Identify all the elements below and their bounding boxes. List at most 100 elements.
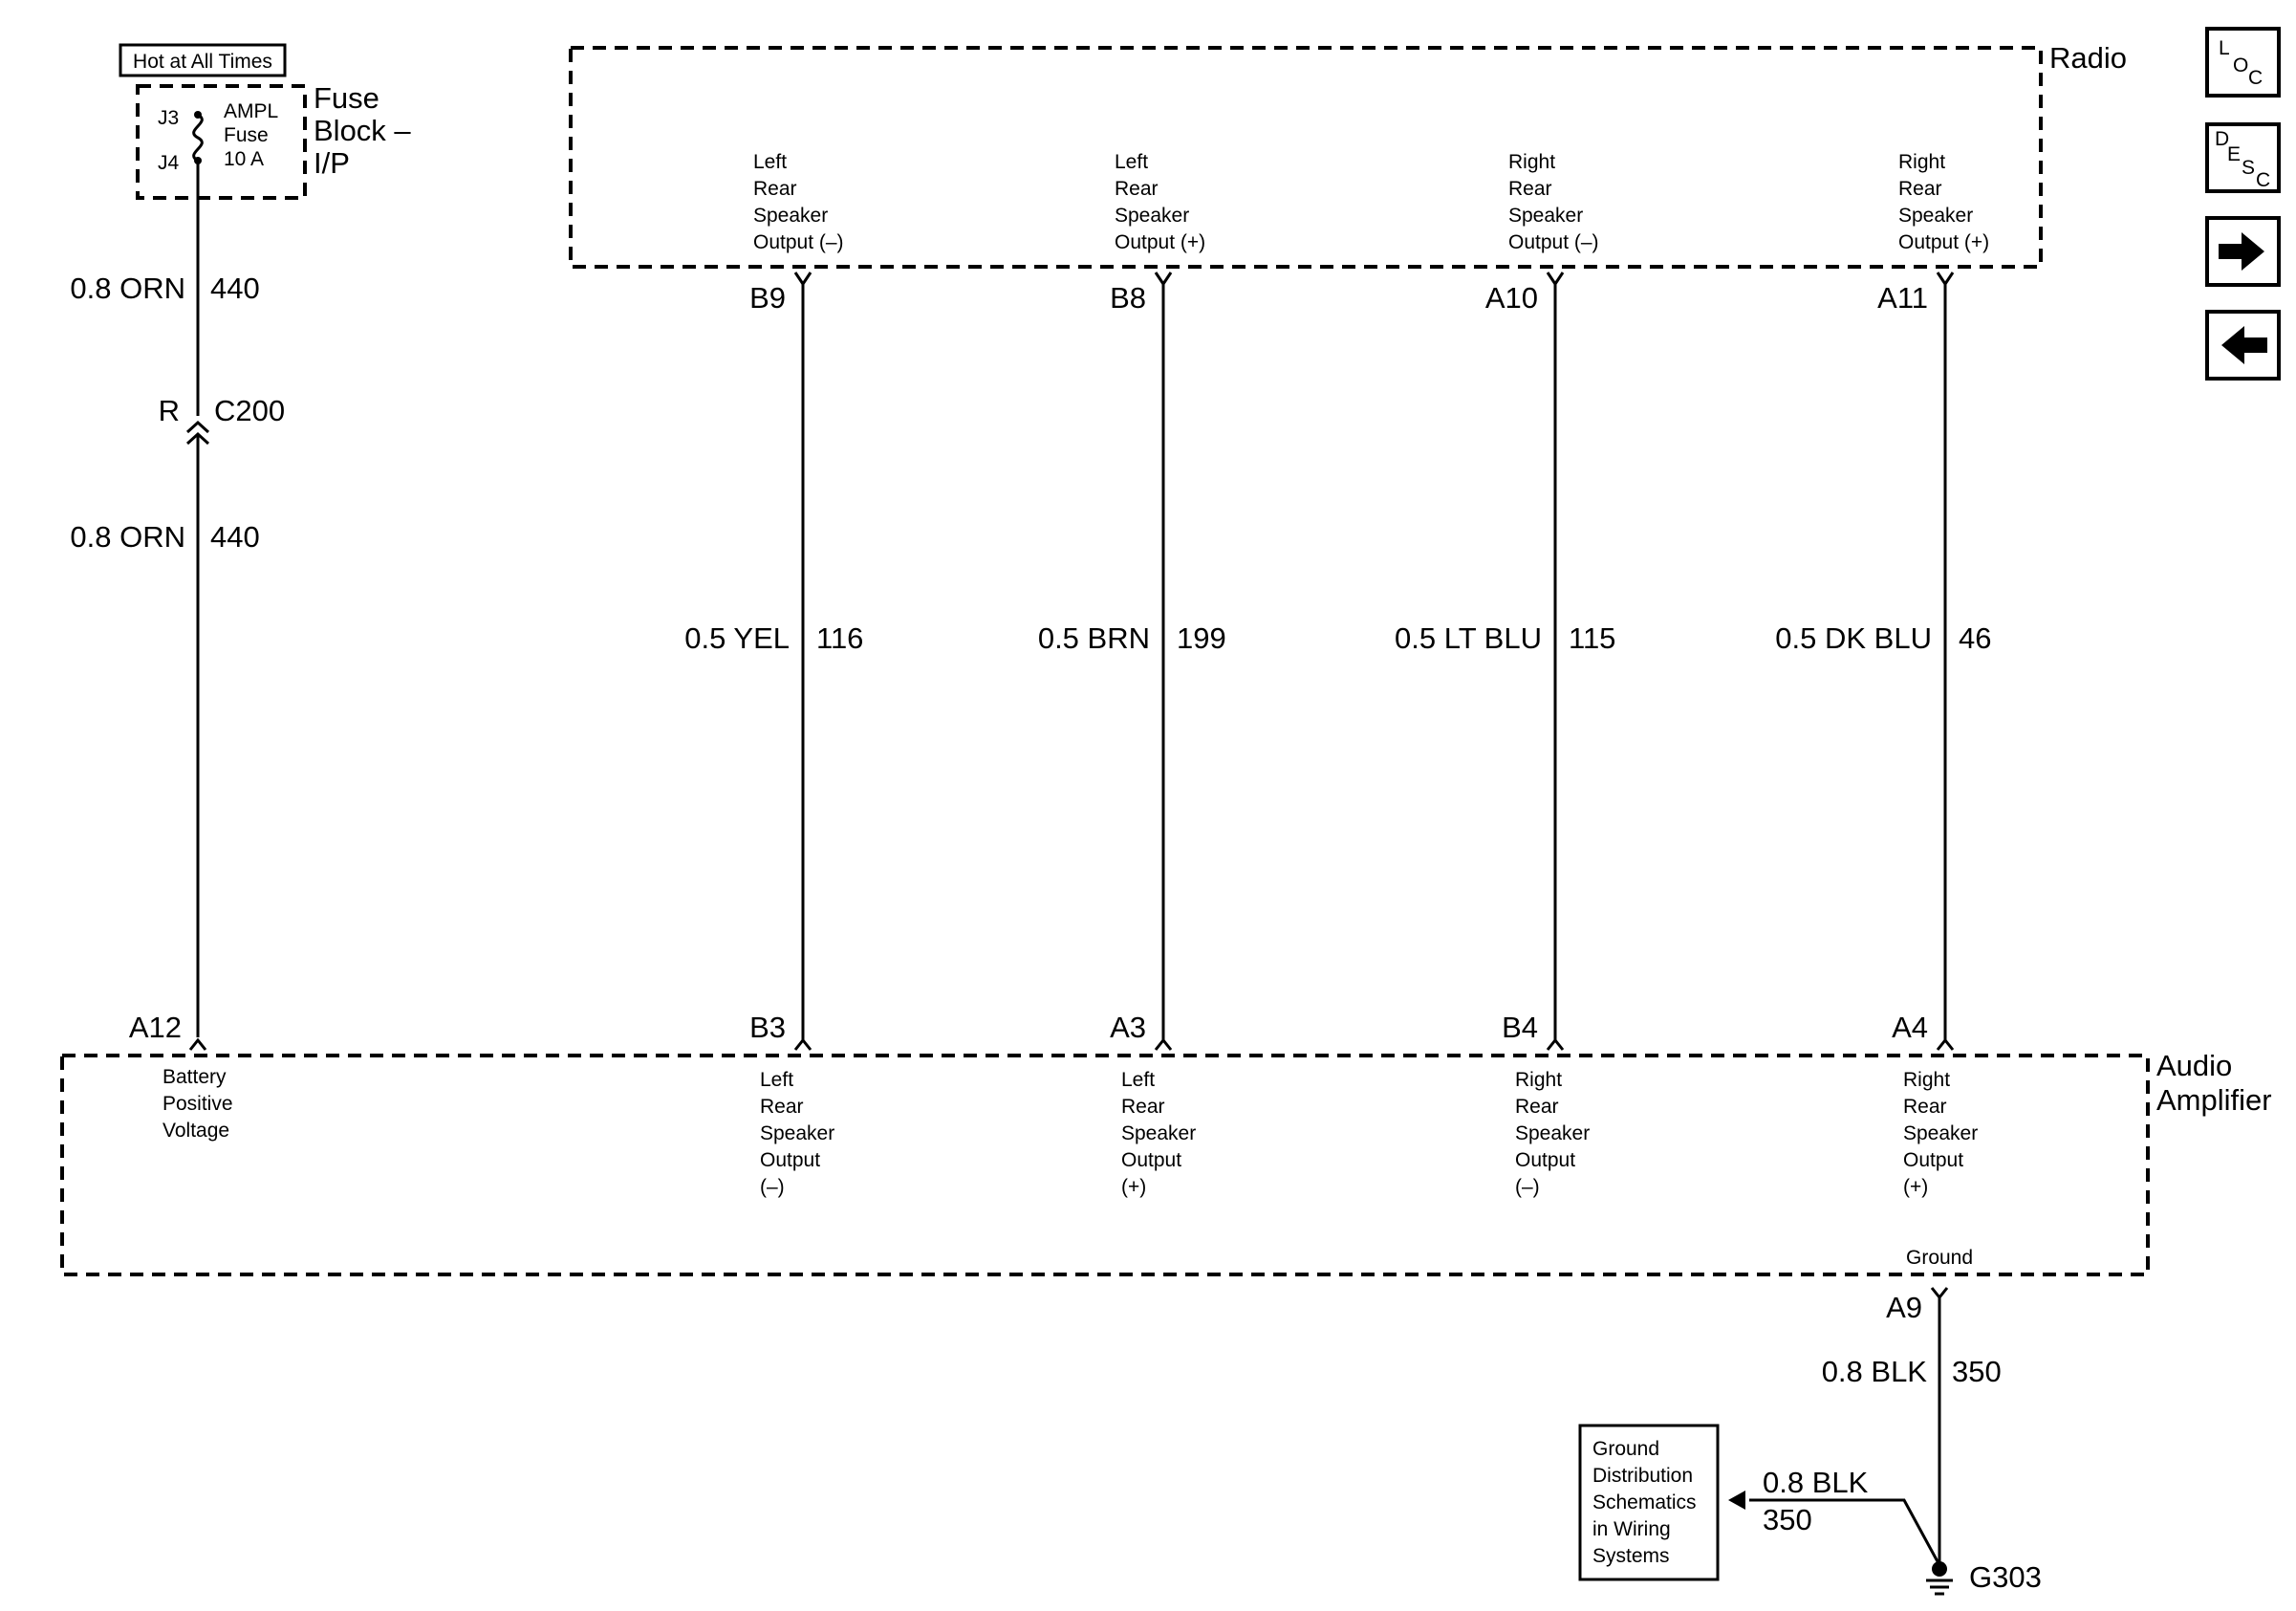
wire-size-color: 0.5 YEL xyxy=(684,621,790,655)
fuse-name-line-3: 10 A xyxy=(224,148,264,170)
desc-button[interactable]: D E S C xyxy=(2205,122,2281,193)
wire-size-color: 0.5 BRN xyxy=(1038,621,1150,655)
amplifier-component: Audio Amplifier Battery Positive Voltage… xyxy=(60,1049,2272,1276)
battery-positive-line-3: Voltage xyxy=(162,1120,229,1142)
fuse-block-title-line-3: I/P xyxy=(314,146,350,180)
battery-positive-line-2: Positive xyxy=(162,1093,233,1115)
fuse-section: Hot at All Times J3 J4 AMPL Fuse 10 A Fu… xyxy=(119,43,411,200)
amp-function-text: Right xyxy=(1515,1069,1562,1091)
loc-letter-c: C xyxy=(2248,67,2263,89)
radio-outline xyxy=(569,46,2043,269)
fuse-block-outline xyxy=(136,84,307,200)
ground-circuit: A9 0.8 BLK 350 0.8 BLK 350 G303 Ground D… xyxy=(1578,1287,2042,1596)
radio-function-text: Output (–) xyxy=(1508,231,1599,253)
radio-function-text: Speaker xyxy=(753,205,828,227)
battery-feed-wire: 0.8 ORN 440 R C200 0.8 ORN 440 A12 xyxy=(70,161,285,1051)
amp-function-text: Left xyxy=(1121,1069,1155,1091)
radio-function-text: Output (–) xyxy=(753,231,844,253)
radio-pin: A11 xyxy=(1877,281,1928,315)
amp-pin: B4 xyxy=(1502,1011,1538,1044)
amp-function-text: (–) xyxy=(1515,1176,1540,1198)
radio-function-text: Rear xyxy=(1115,178,1159,200)
amp-pin: A4 xyxy=(1892,1011,1928,1044)
amp-function-text: (+) xyxy=(1121,1176,1146,1198)
radio-function-text: Speaker xyxy=(1508,205,1583,227)
amp-function-text: Output xyxy=(1515,1149,1575,1171)
amp-function-text: Rear xyxy=(1903,1096,1947,1118)
desc-letter-e: E xyxy=(2227,143,2241,165)
amp-pin: B3 xyxy=(749,1011,786,1044)
amp-function-text: Rear xyxy=(1515,1096,1559,1118)
loc-button[interactable]: L O C xyxy=(2205,27,2281,98)
next-page-button[interactable] xyxy=(2205,216,2281,287)
radio-function-text: Speaker xyxy=(1898,205,1973,227)
amp-terminal-icon xyxy=(1154,1037,1173,1051)
radio-function-text: Rear xyxy=(1898,178,1942,200)
c200-connector-icon xyxy=(185,420,210,446)
amp-pin-a12: A12 xyxy=(129,1011,182,1044)
ground-wire-circuit: 350 xyxy=(1952,1355,2002,1388)
radio-pin: A10 xyxy=(1485,281,1538,315)
wire-circuit: 46 xyxy=(1959,621,1991,655)
fuse-pin-j3: J3 xyxy=(158,107,179,129)
amp-pin-a9: A9 xyxy=(1886,1291,1922,1324)
radio-function-text: Output (+) xyxy=(1115,231,1205,253)
feed-lower-size-color: 0.8 ORN xyxy=(70,520,185,554)
arrow-right-icon xyxy=(2219,232,2264,271)
ground-point-g303: G303 xyxy=(1969,1560,2042,1594)
ground-symbol-icon xyxy=(1926,1578,1953,1596)
radio-function-text: Right xyxy=(1508,151,1555,173)
wire-size-color: 0.5 LT BLU xyxy=(1395,621,1542,655)
ground-branch-wire xyxy=(1749,1498,1941,1566)
ground-reference-box[interactable] xyxy=(1578,1424,1720,1581)
a12-terminal-icon xyxy=(188,1037,207,1051)
radio-function-text: Speaker xyxy=(1115,205,1189,227)
fuse-block-title-line-1: Fuse xyxy=(314,81,379,115)
amp-function-text: Rear xyxy=(1121,1096,1165,1118)
ground-reference-line-4: in Wiring xyxy=(1592,1518,1671,1540)
fuse-name-line-1: AMPL xyxy=(224,100,278,122)
ground-splice-dot xyxy=(1932,1561,1947,1577)
radio-terminal-icon xyxy=(1546,272,1565,287)
radio-function-text: Left xyxy=(753,151,787,173)
radio-terminal-icon xyxy=(1154,272,1173,287)
fuse-name-line-2: Fuse xyxy=(224,124,269,146)
desc-letter-c: C xyxy=(2256,169,2270,191)
c200-name: C200 xyxy=(214,394,285,427)
feed-lower-circuit: 440 xyxy=(210,520,260,554)
amp-function-text: Left xyxy=(760,1069,793,1091)
wire-size-color: 0.5 DK BLU xyxy=(1775,621,1932,655)
hot-at-all-times-box xyxy=(119,43,287,77)
amp-function-text: Right xyxy=(1903,1069,1950,1091)
amp-function-text: Rear xyxy=(760,1096,804,1118)
radio-component: Radio xyxy=(569,41,2127,269)
desc-letter-d: D xyxy=(2215,128,2229,150)
ground-reference-line-1: Ground xyxy=(1592,1438,1659,1460)
fuse-symbol-icon xyxy=(192,113,204,163)
radio-terminal-icon xyxy=(793,272,812,287)
amp-function-text: Speaker xyxy=(1903,1122,1978,1144)
hot-at-all-times-label: Hot at All Times xyxy=(133,51,272,73)
wire-circuit: 199 xyxy=(1177,621,1226,655)
radio-pin: B9 xyxy=(749,281,786,315)
previous-page-button[interactable] xyxy=(2205,310,2281,381)
amp-function-text: Speaker xyxy=(760,1122,834,1144)
ground-reference-line-5: Systems xyxy=(1592,1545,1670,1567)
amp-terminal-icon xyxy=(1546,1037,1565,1051)
radio-function-text: Left xyxy=(1115,151,1148,173)
amp-function-text: Output xyxy=(1121,1149,1181,1171)
amplifier-title-line-2: Amplifier xyxy=(2156,1083,2272,1117)
c200-pin: R xyxy=(159,394,180,427)
ground-branch-circuit: 350 xyxy=(1763,1503,1812,1536)
wire-circuit: 116 xyxy=(816,621,863,655)
ground-branch-size-color: 0.8 BLK xyxy=(1763,1466,1869,1499)
battery-positive-line-1: Battery xyxy=(162,1066,227,1088)
amp-function-text: Speaker xyxy=(1121,1122,1196,1144)
radio-function-text: Rear xyxy=(753,178,797,200)
